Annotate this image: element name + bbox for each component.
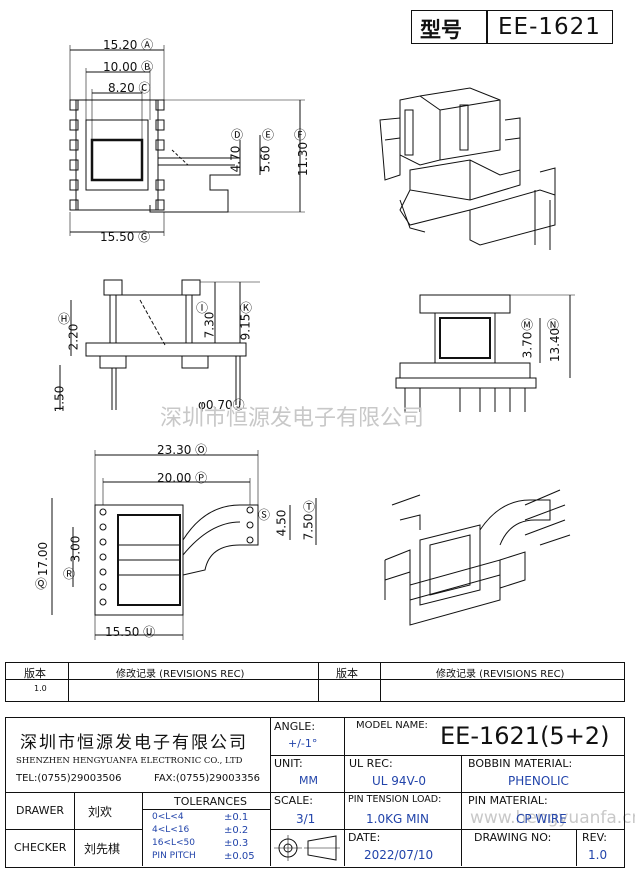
tol-value-3: ±0.3 <box>224 838 249 849</box>
unit-value: MM <box>299 774 318 787</box>
dim-d: Ⓓ <box>231 128 244 142</box>
model-header-box: 型号 EE-1621 <box>411 10 613 44</box>
dim-560: 5.60 <box>258 145 273 173</box>
drawer-value: 刘欢 <box>88 805 113 819</box>
dim-p: 20.00 Ⓟ <box>157 471 208 485</box>
front-view <box>395 294 575 412</box>
side-view <box>59 279 260 410</box>
model-type-label: 型号 <box>420 18 462 42</box>
dim-j: φ0.70Ⓙ <box>198 398 245 412</box>
tol-range-3: 16<L<50 <box>152 838 196 848</box>
dim-g: 15.50 Ⓖ <box>100 230 151 244</box>
tol-range-4: PIN PITCH <box>152 851 196 861</box>
unit-label: UNIT: <box>274 757 303 770</box>
date-label: DATE: <box>348 831 381 844</box>
iso-view-top <box>379 87 556 250</box>
tol-value-4: ±0.05 <box>224 851 255 862</box>
dim-o: 23.30 Ⓞ <box>157 443 208 457</box>
date-value: 2022/07/10 <box>364 848 434 862</box>
rev-col-records: 修改记录 (REVISIONS REC) <box>116 669 245 680</box>
dim-e: Ⓔ <box>262 128 275 142</box>
angle-value: +/-1° <box>288 737 318 750</box>
bobbin-material-value: PHENOLIC <box>508 774 569 788</box>
dim-n: Ⓝ <box>547 318 560 332</box>
dim-300: 3.00 <box>68 535 83 563</box>
dim-1340: 13.40 <box>548 327 563 363</box>
dim-b: 10.00 Ⓑ <box>103 60 154 74</box>
iso-view-bottom <box>384 489 571 626</box>
dim-150: 1.50 <box>52 385 67 413</box>
ul-rec-label: UL REC: <box>349 757 393 770</box>
tol-range-1: 0<L<4 <box>152 812 184 822</box>
dim-470: 4.70 <box>228 145 243 173</box>
rev-row-1-version: 1.0 <box>34 684 47 693</box>
dim-a: 15.20 Ⓐ <box>103 38 154 52</box>
dim-m: Ⓜ <box>521 318 534 332</box>
dim-r: Ⓡ <box>63 567 76 581</box>
dim-h: Ⓗ <box>58 312 71 326</box>
projection-symbol <box>274 835 340 861</box>
dim-750: 7.50 <box>301 513 316 541</box>
technical-drawings <box>51 45 575 640</box>
tol-value-2: ±0.2 <box>224 825 249 836</box>
header-divider <box>486 11 488 43</box>
dim-730: 7.30 <box>202 311 217 339</box>
dim-370: 3.70 <box>520 331 535 359</box>
dim-f: Ⓕ <box>294 128 307 142</box>
company-fax: FAX:(0755)29003356 <box>154 773 261 784</box>
revision-table: 版本 修改记录 (REVISIONS REC) 版本 修改记录 (REVISIO… <box>5 662 625 702</box>
dim-t: Ⓣ <box>303 500 316 514</box>
tol-value-1: ±0.1 <box>224 812 249 823</box>
rev-col-version: 版本 <box>24 667 46 680</box>
tol-range-2: 4<L<16 <box>152 825 190 835</box>
dim-s: Ⓢ <box>258 508 271 522</box>
company-name-cn: 深圳市恒源发电子有限公司 <box>20 733 248 753</box>
dim-u: 15.50 Ⓤ <box>105 625 156 639</box>
model-name-label: MODEL NAME: <box>356 720 428 731</box>
rev-label: REV: <box>582 831 607 844</box>
dim-c: 8.20 Ⓒ <box>108 81 151 95</box>
pin-tension-label: PIN TENSION LOAD: <box>348 794 442 805</box>
dim-915: 9.15 <box>238 313 253 341</box>
top-view <box>69 45 305 236</box>
watermark-company: 深圳市恒源发电子有限公司 <box>160 406 425 431</box>
rev-value: 1.0 <box>588 848 608 862</box>
checker-value: 刘先棋 <box>84 842 121 856</box>
rev-col-records-2: 修改记录 (REVISIONS REC) <box>436 669 565 680</box>
title-block: 深圳市恒源发电子有限公司 SHENZHEN HENGYUANFA ELECTRO… <box>5 717 625 868</box>
tolerances-label: TOLERANCES <box>174 795 248 808</box>
model-number: EE-1621 <box>498 14 601 40</box>
company-tel: TEL:(0755)29003506 <box>16 773 122 784</box>
scale-label: SCALE: <box>274 794 313 807</box>
drawer-label: DRAWER <box>16 804 65 817</box>
dim-450: 4.50 <box>274 509 289 537</box>
scale-value: 3/1 <box>296 812 316 826</box>
checker-label: CHECKER <box>14 841 67 854</box>
angle-label: ANGLE: <box>274 720 316 733</box>
company-name-en: SHENZHEN HENGYUANFA ELECTRONIC CO., LTD <box>16 756 243 766</box>
dim-k: Ⓚ <box>240 301 253 315</box>
watermark-site: www.hengyuanfa.cn <box>470 808 635 828</box>
pin-material-label: PIN MATERIAL: <box>468 794 548 807</box>
dim-1700: 17.00 <box>36 541 51 577</box>
ul-rec-value: UL 94V-0 <box>372 774 427 788</box>
dim-i: Ⓘ <box>196 301 209 315</box>
drawing-no-label: DRAWING NO: <box>474 831 552 844</box>
model-name-value: EE-1621(5+2) <box>440 722 610 750</box>
bobbin-material-label: BOBBIN MATERIAL: <box>468 757 573 770</box>
dim-1130: 11.30 <box>296 141 311 177</box>
pin-tension-value: 1.0KG MIN <box>366 812 429 826</box>
dim-q: Ⓠ <box>35 577 48 591</box>
plan-view <box>51 450 317 640</box>
pin-material-value: CP WIRE <box>516 812 567 826</box>
dim-220: 2.20 <box>66 323 81 351</box>
rev-col-version-2: 版本 <box>336 667 358 680</box>
